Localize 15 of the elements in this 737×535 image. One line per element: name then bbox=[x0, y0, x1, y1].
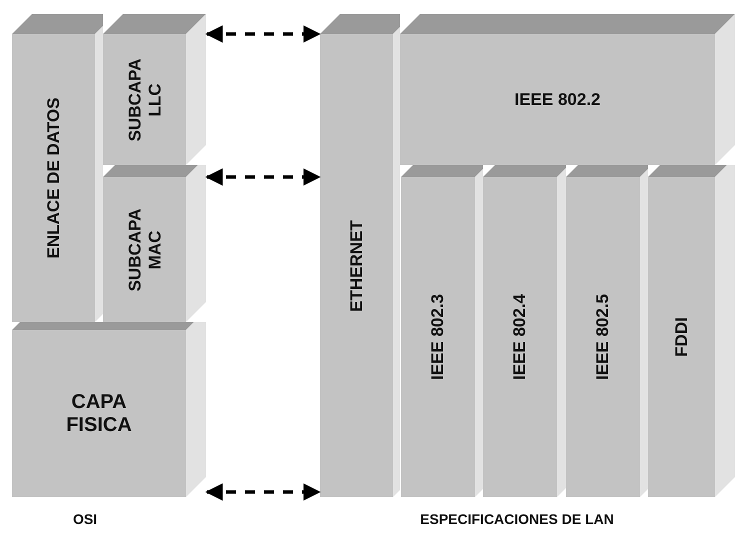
layer-name: CAPA FISICA bbox=[65, 390, 133, 436]
layer-name: ENLACE DE DATOS bbox=[44, 98, 64, 258]
layer-name: IEEE 802.3 bbox=[428, 294, 448, 380]
layer-name: IEEE 802.4 bbox=[510, 294, 530, 380]
layer-name: FDDI bbox=[672, 317, 692, 357]
double-arrow bbox=[205, 483, 321, 501]
column-caption: OSI bbox=[72, 511, 98, 527]
layer-name: IEEE 802.5 bbox=[593, 294, 613, 380]
layer-name: ETHERNET bbox=[346, 220, 366, 312]
double-arrow bbox=[205, 25, 321, 43]
column-caption: ESPECIFICACIONES DE LAN bbox=[420, 511, 614, 527]
layer-name: IEEE 802.2 bbox=[514, 90, 600, 110]
layer-name: SUBCAPA LLC bbox=[124, 57, 164, 143]
layer-name: SUBCAPA MAC bbox=[124, 207, 164, 293]
double-arrow bbox=[205, 168, 321, 186]
